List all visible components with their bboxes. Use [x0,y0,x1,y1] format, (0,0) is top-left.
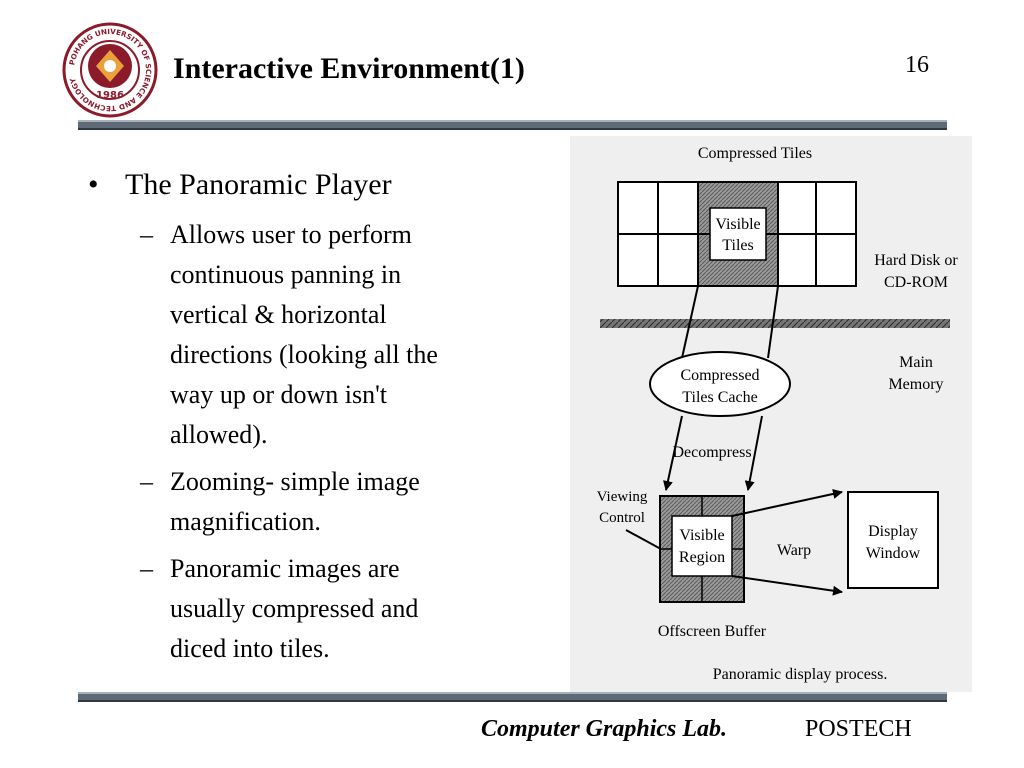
storage-memory-separator [600,319,950,328]
offscreen-buffer-label: Offscreen Buffer [658,623,767,640]
hard-disk-label: CD-ROM [884,274,948,291]
sub-bullet-line: directions (looking all the [170,340,438,369]
cache-label: Compressed [680,367,759,384]
sub-bullet-panning: – Allows user to perform continuous pann… [88,215,548,455]
main-memory-label: Main [899,354,933,371]
viewing-control-label: Viewing [597,489,648,505]
display-window-box [847,491,939,589]
main-bullet: • The Panoramic Player [88,166,548,203]
bullet-dash: – [140,467,153,496]
visible-tiles-label: Visible [715,216,760,233]
slide-title: Interactive Environment(1) [173,52,525,85]
bottom-divider [78,692,947,702]
compressed-tiles-grid: Visible Tiles [617,181,857,287]
sub-bullet-line: usually compressed and [170,594,419,623]
decompress-label: Decompress [672,444,751,461]
display-window-label: Display [868,523,918,540]
viewing-control-label: Control [599,510,645,526]
main-memory-label: Memory [888,376,943,393]
sub-bullet-line: diced into tiles. [170,634,330,663]
sub-bullet-line: Zooming- simple image [170,467,420,496]
page-number: 16 [905,52,929,78]
logo-year: 1986 [96,90,124,101]
bullet-dash: – [140,220,153,249]
visible-region-label: Region [679,549,725,566]
bullet-dot: • [88,168,99,201]
sub-bullet-line: way up or down isn't [170,380,388,409]
footer-lab-name: Computer Graphics Lab. [481,716,728,742]
sub-bullet-line: Allows user to perform [170,220,412,249]
visible-tiles-label: Tiles [722,237,753,254]
sub-bullet-line: vertical & horizontal [170,300,387,329]
offscreen-buffer: Visible Region [659,495,745,603]
sub-bullet-zooming: – Zooming- simple image magnification. [88,462,548,542]
sub-bullet-line: Panoramic images are [170,554,400,583]
diagram-caption: Panoramic display process. [713,666,888,683]
footer-organization: POSTECH [805,716,912,742]
compressed-tiles-cache [649,351,791,417]
bullet-dash: – [140,554,153,583]
university-logo: POHANG UNIVERSITY OF SCIENCE AND TECHNOL… [60,20,160,120]
main-bullet-text: The Panoramic Player [125,168,392,201]
warp-label: Warp [777,542,811,559]
bullet-list: • The Panoramic Player – Allows user to … [88,166,548,676]
sub-bullet-line: magnification. [170,507,321,536]
sub-bullet-list: – Allows user to perform continuous pann… [88,215,548,669]
hard-disk-label: Hard Disk or [874,252,958,269]
sub-bullet-line: allowed). [170,420,268,449]
cache-label: Tiles Cache [682,389,757,406]
panoramic-diagram: Compressed Tiles Visible Tiles Hard Disk… [570,136,972,692]
sub-bullet-compression: – Panoramic images are usually compresse… [88,549,548,669]
top-divider [78,120,947,130]
compressed-tiles-label: Compressed Tiles [698,145,812,162]
display-window-label: Window [866,545,921,562]
visible-region-box [671,515,733,577]
visible-region-label: Visible [679,527,724,544]
sub-bullet-line: continuous panning in [170,260,402,289]
